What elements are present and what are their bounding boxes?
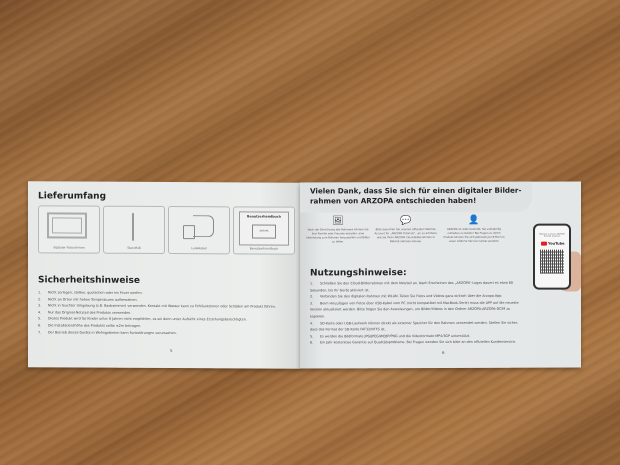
thank-you-banner: Vielen Dank, dass Sie sich für einen dig… (300, 181, 532, 213)
page-number: 5 (170, 348, 173, 354)
feature-share: 🖼 Nach der Einrichtung des Rahmens könne… (306, 216, 370, 244)
item-photo-frame: digitaler Fotorahmen (38, 205, 100, 254)
cable-icon (193, 215, 214, 238)
section-title-usage: Nutzungshinweise: (310, 268, 407, 279)
usage-list: 1.Schließen Sie den Cloud-Bilderrahmen m… (310, 280, 520, 347)
page-number: 6 (442, 349, 445, 355)
feature-wechat: 💬 Bitte besuchen Sie unseren offiziellen… (374, 216, 438, 244)
section-title-contents: Lieferumfang (38, 191, 107, 202)
list-item: 3.Beim Hinzufügen von Fotos über USB-Kab… (310, 300, 519, 319)
qr-code (540, 249, 564, 274)
instruction-booklet: Lieferumfang digitaler Fotorahmen Standf… (28, 181, 581, 372)
manual-icon: Benutzerhandbuch ARZOPA (239, 211, 289, 246)
left-page: Lieferumfang digitaler Fotorahmen Standf… (28, 181, 300, 369)
stand-icon (132, 212, 134, 241)
section-title-safety: Sicherheitshinweise (38, 275, 140, 286)
item-manual: Benutzerhandbuch ARZOPA Benutzerhandbuch (233, 206, 295, 255)
item-stand: Standfuß (103, 205, 165, 255)
photo-frame-icon (47, 212, 87, 239)
safety-list: 1.Nicht zerlegen, stoßen, quetschen oder… (38, 289, 276, 336)
list-item: 6.Ein Jahr kostenlose Garantie auf Quali… (310, 340, 517, 345)
list-item: 1.Schließen Sie den Cloud-Bilderrahmen m… (310, 280, 513, 293)
feature-support: 👤 ARZOPA ist stets bestrebt, Sie vollstä… (443, 215, 505, 243)
right-page: Vielen Dank, dass Sie sich für einen dig… (300, 181, 581, 369)
youtube-logo: YouTube (541, 242, 564, 246)
item-charger: Ladekabel (168, 206, 230, 255)
support-agent-icon: 👤 (468, 215, 480, 226)
package-contents: digitaler Fotorahmen Standfuß Ladekabel … (38, 205, 295, 255)
phone-illustration: WeChat scannen ARZOPA Tutorial ansehen Y… (533, 223, 571, 290)
feature-row: 🖼 Nach der Einrichtung des Rahmens könne… (306, 216, 506, 245)
youtube-icon (541, 241, 547, 246)
wechat-icon: 💬 (400, 216, 412, 227)
list-item: 4.SD-Karte oder USB-Laufwerk können dire… (310, 320, 519, 332)
list-item: 7.Der Betrieb dieses Geräts in Wohngebie… (38, 329, 177, 335)
photo-share-icon: 🖼 (332, 216, 344, 227)
